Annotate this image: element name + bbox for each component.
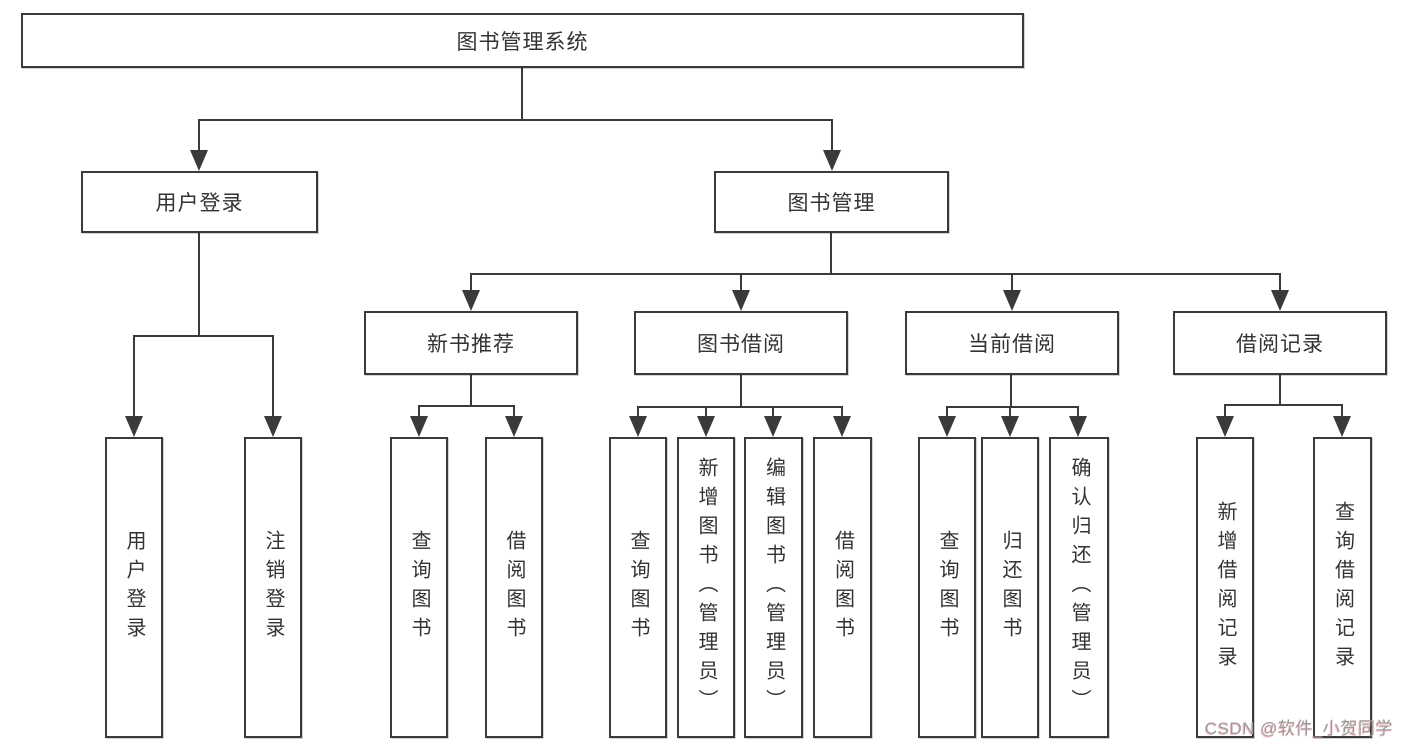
arrow-down-icon: [264, 416, 282, 437]
arrow-down-icon: [938, 416, 956, 437]
node-label: 图书管理系统: [456, 30, 589, 54]
node-current-borrow: 当前借阅: [905, 311, 1119, 375]
connector-line: [198, 119, 200, 153]
node-leaf-borrow-books-recommend: 借阅图书: [485, 437, 543, 738]
connector-line: [198, 233, 200, 337]
arrow-down-icon: [190, 150, 208, 171]
connector-line: [418, 405, 515, 407]
connector-line: [1279, 273, 1281, 292]
connector-line: [133, 335, 274, 337]
node-leaf-confirm-return-admin: 确认归还（管理员）: [1049, 437, 1109, 738]
node-label: 借阅图书: [831, 529, 854, 646]
connector-line: [133, 335, 135, 418]
node-book-borrow: 图书借阅: [634, 311, 848, 375]
arrow-down-icon: [462, 290, 480, 311]
node-leaf-logout: 注销登录: [244, 437, 302, 738]
connector-line: [740, 375, 742, 408]
node-leaf-borrow-books: 借阅图书: [813, 437, 872, 738]
node-leaf-add-borrow-record: 新增借阅记录: [1196, 437, 1254, 738]
connector-line: [1279, 375, 1281, 406]
node-leaf-query-books-current: 查询图书: [918, 437, 976, 738]
connector-line: [470, 375, 472, 407]
node-book-management: 图书管理: [714, 171, 949, 233]
node-label: 新增图书（管理员）: [695, 457, 717, 718]
connector-line: [418, 405, 420, 418]
watermark: CSDN @软件_小贺同学: [1204, 719, 1393, 738]
connector-line: [521, 68, 523, 121]
node-label: 新增借阅记录: [1214, 500, 1236, 675]
connector-line: [946, 406, 948, 418]
arrow-down-icon: [833, 416, 851, 437]
node-label: 借阅记录: [1236, 333, 1324, 356]
connector-line: [946, 406, 1079, 408]
connector-line: [1010, 375, 1012, 408]
node-new-book-recommend: 新书推荐: [364, 311, 578, 375]
arrow-down-icon: [732, 290, 750, 311]
node-label: 用户登录: [123, 529, 145, 646]
arrow-down-icon: [410, 416, 428, 437]
node-leaf-return-book: 归还图书: [981, 437, 1039, 738]
node-leaf-query-books-borrow: 查询图书: [609, 437, 667, 738]
node-leaf-user-login: 用户登录: [105, 437, 163, 738]
node-label: 图书管理: [787, 192, 876, 215]
arrow-down-icon: [1001, 416, 1019, 437]
node-leaf-edit-book-admin: 编辑图书（管理员）: [744, 437, 803, 738]
arrow-down-icon: [1216, 416, 1234, 437]
node-label: 归还图书: [999, 529, 1021, 646]
arrow-down-icon: [1069, 416, 1087, 437]
node-label: 新书推荐: [427, 333, 515, 356]
node-library-management-system: 图书管理系统: [21, 13, 1024, 68]
node-label: 注销登录: [262, 529, 284, 646]
connector-line: [470, 273, 1281, 275]
node-label: 查询图书: [408, 529, 430, 646]
node-label: 图书借阅: [697, 333, 785, 356]
arrow-down-icon: [1003, 290, 1021, 311]
connector-line: [272, 335, 274, 418]
connector-line: [198, 119, 833, 121]
connector-line: [772, 406, 774, 418]
node-label: 查询借阅记录: [1331, 500, 1354, 675]
node-label: 查询图书: [936, 529, 958, 646]
node-label: 确认归还（管理员）: [1068, 457, 1090, 718]
connector-line: [740, 273, 742, 292]
node-label: 当前借阅: [968, 333, 1056, 356]
connector-line: [1224, 404, 1343, 406]
node-leaf-add-book-admin: 新增图书（管理员）: [677, 437, 735, 738]
node-label: 编辑图书（管理员）: [762, 457, 785, 718]
connector-line: [831, 119, 833, 153]
arrow-down-icon: [823, 150, 841, 171]
connector-line: [1077, 406, 1079, 418]
arrow-down-icon: [764, 416, 782, 437]
connector-line: [1009, 406, 1011, 418]
connector-line: [1011, 273, 1013, 292]
connector-line: [470, 273, 472, 292]
node-label: 借阅图书: [503, 529, 525, 646]
arrow-down-icon: [505, 416, 523, 437]
node-label: 用户登录: [155, 192, 244, 215]
connector-line: [637, 406, 639, 418]
node-leaf-query-books-recommend: 查询图书: [390, 437, 448, 738]
connector-line: [637, 406, 842, 408]
connector-line: [705, 406, 707, 418]
arrow-down-icon: [697, 416, 715, 437]
node-borrow-records: 借阅记录: [1173, 311, 1387, 375]
connector-line: [513, 405, 515, 418]
node-user-login: 用户登录: [81, 171, 318, 233]
arrow-down-icon: [1333, 416, 1351, 437]
arrow-down-icon: [125, 416, 143, 437]
node-leaf-query-borrow-record: 查询借阅记录: [1313, 437, 1372, 738]
connector-line: [1341, 404, 1343, 418]
node-label: 查询图书: [627, 529, 649, 646]
connector-line: [1224, 404, 1226, 418]
connector-line: [830, 233, 832, 275]
arrow-down-icon: [629, 416, 647, 437]
connector-line: [841, 406, 843, 418]
arrow-down-icon: [1271, 290, 1289, 311]
